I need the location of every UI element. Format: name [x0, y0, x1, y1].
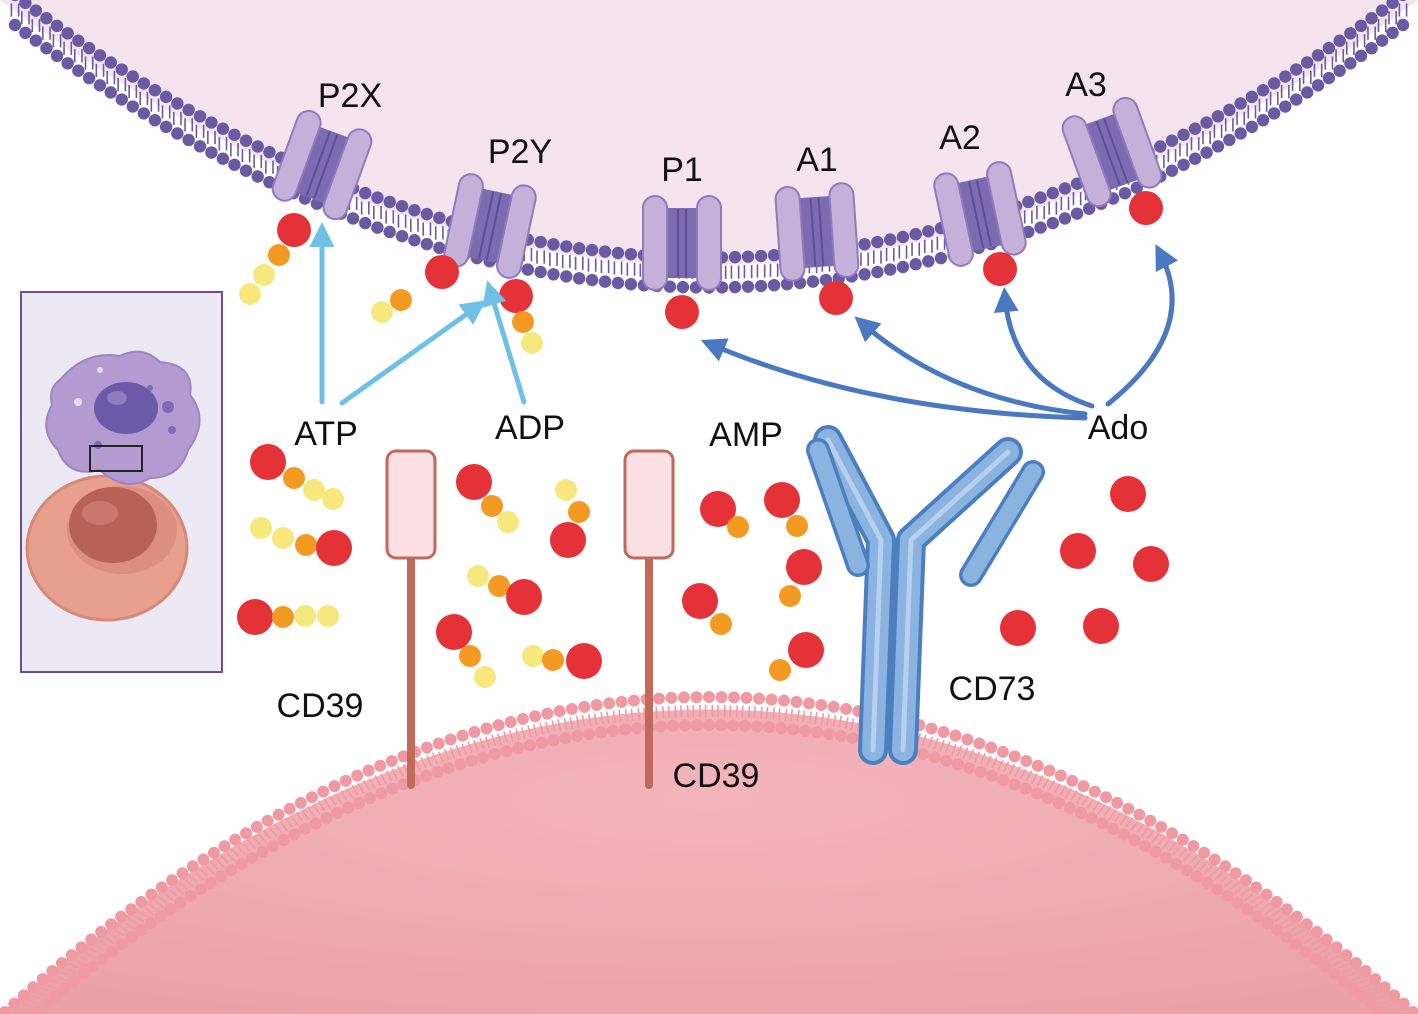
nucleotide-molecule	[250, 444, 344, 510]
bound-ligand	[425, 255, 459, 289]
nucleotide-molecule	[237, 599, 339, 635]
nucleotide-molecule	[456, 464, 519, 533]
zoom-box-icon	[89, 445, 143, 472]
arrow-atp-to-p2y	[339, 300, 487, 406]
label-amp: AMP	[709, 416, 783, 454]
immune-cell-icon	[45, 350, 201, 485]
arrow-ado-to-a2	[993, 287, 1095, 409]
label-p1: P1	[661, 151, 703, 189]
nucleotide-molecule	[550, 479, 590, 558]
nucleotide-molecule	[1060, 533, 1096, 569]
label-p2x: P2X	[318, 77, 382, 115]
nucleotide-molecule	[522, 643, 602, 679]
nucleotide-molecules	[237, 244, 1169, 688]
nucleotide-molecule	[239, 244, 290, 305]
nucleotide-molecule	[371, 289, 412, 323]
nucleotide-molecule	[700, 491, 749, 538]
nucleotide-molecule	[1083, 608, 1119, 644]
label-cd39-center: CD39	[673, 757, 760, 795]
ado-arrows	[700, 244, 1179, 421]
receptor-a3-icon	[1061, 96, 1163, 208]
nucleotide-molecule	[1133, 546, 1169, 582]
arrow-ado-to-a3	[1105, 244, 1179, 407]
label-atp: ATP	[294, 415, 358, 453]
cd73-icon	[806, 425, 1045, 765]
nucleotide-molecule	[769, 632, 824, 681]
lower-cell	[0, 691, 1418, 1014]
receptor-a2-icon	[933, 161, 1027, 267]
cd39-enzyme-center	[623, 449, 675, 789]
lower-membrane-tails	[12, 704, 1406, 1014]
diagram-labels: P2X P2Y P1 A1 A2 A3 ATP ADP AMP Ado CD39…	[277, 66, 1149, 795]
nucleotide-molecule	[1000, 610, 1036, 646]
label-cd39-left: CD39	[277, 687, 364, 725]
receptor-p2y-icon	[443, 173, 537, 279]
nucleotide-molecule	[250, 517, 352, 566]
receptor-p2x-icon	[271, 109, 373, 221]
receptor-a1-icon	[774, 182, 860, 282]
tumor-cell-icon	[25, 474, 189, 622]
nucleotide-molecule	[779, 549, 822, 607]
bound-ligand	[277, 213, 311, 247]
atp-adp-arrows	[309, 222, 527, 406]
label-adp: ADP	[495, 409, 565, 447]
bound-ligand	[983, 252, 1017, 286]
nucleotide-molecule	[512, 311, 543, 354]
label-ado: Ado	[1088, 409, 1149, 447]
bound-ligand	[819, 281, 853, 315]
nucleotide-molecule	[436, 614, 496, 688]
bound-ligand	[499, 279, 533, 313]
label-a3: A3	[1065, 66, 1107, 104]
label-a1: A1	[796, 141, 838, 179]
arrow-ado-to-p1	[700, 338, 1088, 421]
arrow-ado-to-a1	[854, 316, 1088, 417]
nucleotide-molecule	[1110, 476, 1146, 512]
receptor-p1-icon	[642, 195, 722, 291]
bound-ligand	[665, 295, 699, 329]
label-a2: A2	[939, 119, 981, 157]
nucleotide-molecule	[682, 583, 732, 635]
bound-ligand	[1129, 191, 1163, 225]
label-p2y: P2Y	[488, 133, 552, 171]
arrow-adp-to-p2y	[482, 280, 527, 405]
nucleotide-molecule	[764, 482, 808, 537]
cd39-enzyme-left	[385, 449, 437, 789]
nucleotide-molecule	[467, 565, 542, 615]
label-cd73: CD73	[949, 670, 1036, 708]
inset-cell-contact-panel	[20, 291, 223, 673]
